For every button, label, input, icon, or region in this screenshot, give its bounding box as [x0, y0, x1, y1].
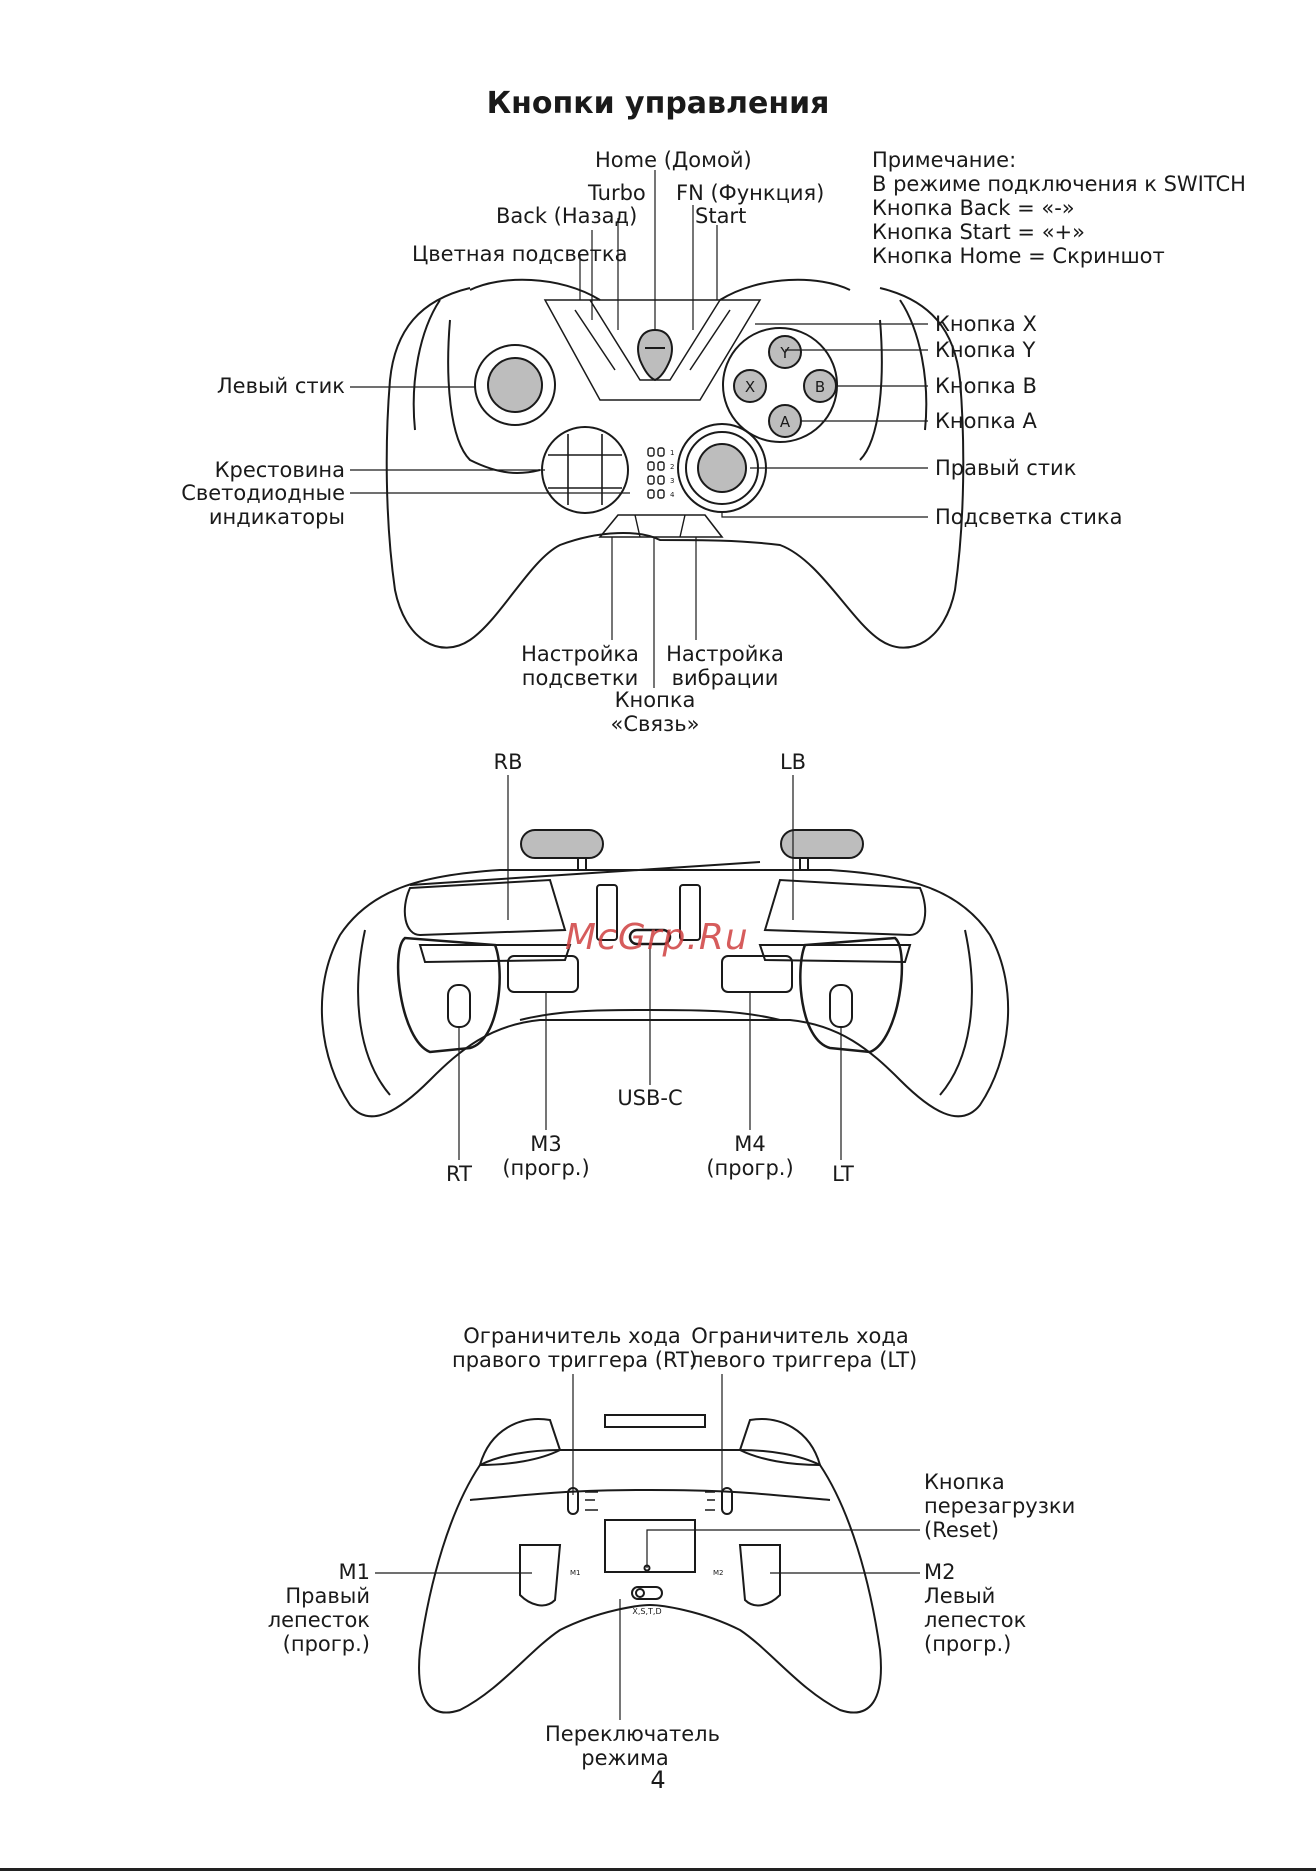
front-controller-drawing: [385, 278, 965, 649]
label-vibration-setting-line1: Настройка: [666, 642, 784, 666]
label-turbo: Turbo: [588, 181, 646, 205]
label-m2-line1: M2: [924, 1560, 956, 1584]
note-line: Примечание:: [872, 148, 1017, 172]
label-m1-line4: (прогр.): [282, 1632, 370, 1656]
label-m4-line1: M4: [734, 1132, 766, 1156]
label-reset: Кнопка перезагрузки (Reset): [924, 1470, 1075, 1542]
label-light-setting: Настройка подсветки: [520, 642, 640, 690]
label-m3: M3 (прогр.): [496, 1132, 596, 1180]
label-fn: FN (Функция): [676, 181, 825, 205]
label-lt-limiter-line2: левого триггера (LT): [690, 1348, 918, 1372]
note-line: Кнопка Back = «-»: [872, 196, 1075, 220]
label-link-button-line1: Кнопка: [614, 688, 696, 712]
label-m1-line1: M1: [338, 1560, 370, 1584]
label-rt-limiter-line2: правого триггера (RT): [452, 1348, 698, 1372]
label-button-b: Кнопка B: [935, 374, 1037, 398]
label-dpad: Крестовина: [214, 458, 345, 482]
face-letter-y: Y: [779, 344, 790, 362]
page-title: Кнопки управления: [486, 86, 830, 121]
label-leds: Светодиодные индикаторы: [180, 481, 345, 529]
label-back: Back (Назад): [496, 204, 638, 228]
label-m1-line2: Правый: [285, 1584, 370, 1608]
face-letter-b: B: [815, 378, 825, 396]
page-number: 4: [650, 1766, 666, 1794]
switch-note: Примечание: В режиме подключения к SWITC…: [872, 148, 1246, 268]
label-left-stick: Левый стик: [216, 374, 345, 398]
label-vibration-setting: Настройка вибрации: [665, 642, 785, 690]
m2-mark: M2: [713, 1569, 724, 1577]
label-lt-limiter: Ограничитель хода левого триггера (LT): [690, 1324, 918, 1372]
switch-marks: X,S,T,D: [632, 1607, 661, 1616]
label-leds-line2: индикаторы: [208, 505, 345, 529]
label-link-button: Кнопка «Связь»: [595, 688, 715, 736]
m1-mark: M1: [570, 1569, 581, 1577]
label-vibration-setting-line2: вибрации: [671, 666, 779, 690]
label-light-setting-line1: Настройка: [521, 642, 639, 666]
label-m1: M1 Правый лепесток (прогр.): [220, 1560, 370, 1656]
label-link-button-line2: «Связь»: [610, 712, 700, 736]
led-number-2: 2: [670, 463, 674, 471]
label-lb: LB: [779, 750, 807, 774]
face-letter-x: X: [745, 378, 755, 396]
label-reset-line2: перезагрузки: [924, 1494, 1076, 1518]
note-line: Кнопка Start = «+»: [872, 220, 1085, 244]
label-m2-line3: лепесток: [924, 1608, 1027, 1632]
label-reset-line1: Кнопка: [924, 1470, 1005, 1494]
bottom-divider: [0, 1868, 1316, 1871]
led-number-3: 3: [670, 477, 674, 485]
label-m4: M4 (прогр.): [700, 1132, 800, 1180]
label-mode-switch: Переключатель режима: [545, 1722, 720, 1770]
note-line: Кнопка Home = Скриншот: [872, 244, 1165, 268]
label-light-setting-line2: подсветки: [521, 666, 639, 690]
label-right-stick: Правый стик: [935, 456, 1077, 480]
label-lt-limiter-line1: Ограничитель хода: [691, 1324, 909, 1348]
top-view-controller-drawing: [320, 829, 1010, 1118]
back-view-controller-drawing: [418, 1414, 882, 1714]
label-mode-switch-line1: Переключатель: [545, 1722, 720, 1746]
label-reset-line3: (Reset): [924, 1518, 1000, 1542]
label-rt-limiter: Ограничитель хода правого триггера (RT): [452, 1324, 698, 1372]
label-button-a: Кнопка A: [935, 409, 1037, 433]
label-m2-line2: Левый: [924, 1584, 996, 1608]
label-mode-switch-line2: режима: [581, 1746, 669, 1770]
label-m3-line1: M3: [530, 1132, 562, 1156]
label-m1-line3: лепесток: [267, 1608, 370, 1632]
label-lt: LT: [832, 1162, 854, 1186]
label-leds-line1: Светодиодные: [181, 481, 345, 505]
label-color-light: Цветная подсветка: [412, 242, 628, 266]
label-usb-c: USB-C: [617, 1086, 683, 1110]
face-letter-a: A: [780, 413, 791, 431]
note-line: В режиме подключения к SWITCH: [872, 172, 1246, 196]
label-m2-line4: (прогр.): [924, 1632, 1012, 1656]
led-number-1: 1: [670, 449, 674, 457]
led-number-4: 4: [670, 491, 675, 499]
label-m2: M2 Левый лепесток (прогр.): [924, 1560, 1026, 1656]
label-rb: RB: [493, 750, 523, 774]
label-m4-line2: (прогр.): [706, 1156, 794, 1180]
label-rt-limiter-line1: Ограничитель хода: [463, 1324, 681, 1348]
label-m3-line2: (прогр.): [502, 1156, 590, 1180]
label-stick-light: Подсветка стика: [935, 505, 1123, 529]
label-rt: RT: [446, 1162, 472, 1186]
label-button-x: Кнопка X: [935, 312, 1037, 336]
label-start: Start: [695, 204, 747, 228]
watermark: McGrp.Ru: [565, 917, 749, 958]
label-home: Home (Домой): [595, 148, 752, 172]
label-button-y: Кнопка Y: [935, 338, 1036, 362]
